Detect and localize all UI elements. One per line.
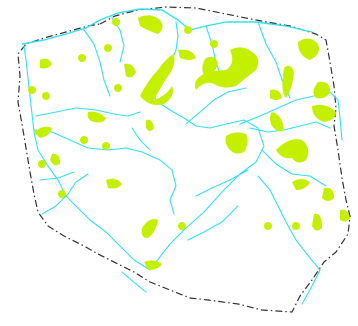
- habitat-area: [138, 15, 163, 34]
- habitat-area: [104, 44, 112, 52]
- river-narew: [249, 121, 331, 133]
- habitat-area: [276, 139, 309, 163]
- habitat-area: [313, 81, 330, 99]
- habitat-area: [140, 54, 175, 105]
- rivers: [23, 17, 343, 305]
- habitat-area: [80, 136, 88, 144]
- river-northern-tributary-4: [83, 29, 111, 97]
- habitat-area: [178, 49, 196, 60]
- country-border: [17, 6, 351, 313]
- habitat-area: [102, 142, 110, 150]
- habitat-area: [184, 26, 192, 34]
- habitat-area: [112, 18, 120, 26]
- habitat-area: [38, 160, 46, 168]
- habitat-area: [312, 104, 336, 122]
- habitat-area: [34, 126, 52, 138]
- river-southern-tributary: [121, 271, 147, 293]
- habitat-area: [106, 178, 122, 189]
- habitat-area: [124, 63, 136, 78]
- river-nida: [187, 205, 239, 241]
- habitat-area: [312, 213, 322, 231]
- habitat-area: [146, 119, 154, 131]
- river-notec: [35, 107, 141, 117]
- habitat-area: [322, 187, 334, 201]
- habitat-area: [264, 222, 272, 230]
- river-pilica: [195, 169, 249, 197]
- habitat-area: [78, 54, 86, 62]
- habitat-area: [50, 153, 60, 166]
- habitat-area: [141, 219, 158, 238]
- habitat-area: [210, 40, 218, 48]
- habitat-area: [42, 92, 50, 100]
- habitat-area: [298, 38, 319, 60]
- habitat-area: [340, 209, 350, 222]
- habitat-area: [144, 260, 162, 270]
- river-bobr: [41, 173, 89, 215]
- river-central-tributary: [131, 127, 151, 151]
- coastline: [21, 8, 313, 45]
- habitat-area: [270, 112, 284, 132]
- habitat-area: [178, 222, 186, 230]
- habitat-area: [87, 111, 106, 123]
- river-wieprz: [261, 149, 327, 187]
- river-oder: [23, 45, 151, 271]
- habitat-area: [282, 65, 294, 98]
- river-san: [257, 175, 321, 305]
- river-western-tributary: [39, 171, 75, 181]
- habitat-area: [292, 222, 300, 230]
- habitat-area: [114, 84, 122, 92]
- habitat-area: [202, 56, 218, 76]
- habitat-area: [292, 179, 310, 190]
- habitat-area: [28, 86, 36, 94]
- habitat-area: [225, 132, 248, 154]
- habitat-area: [195, 47, 259, 90]
- habitat-area: [58, 190, 66, 198]
- habitat-area: [40, 58, 52, 69]
- river-bug: [239, 91, 343, 141]
- habitat-area: [270, 89, 282, 100]
- river-drweca: [185, 87, 247, 125]
- habitat-areas: [28, 15, 350, 270]
- river-warta: [33, 129, 177, 215]
